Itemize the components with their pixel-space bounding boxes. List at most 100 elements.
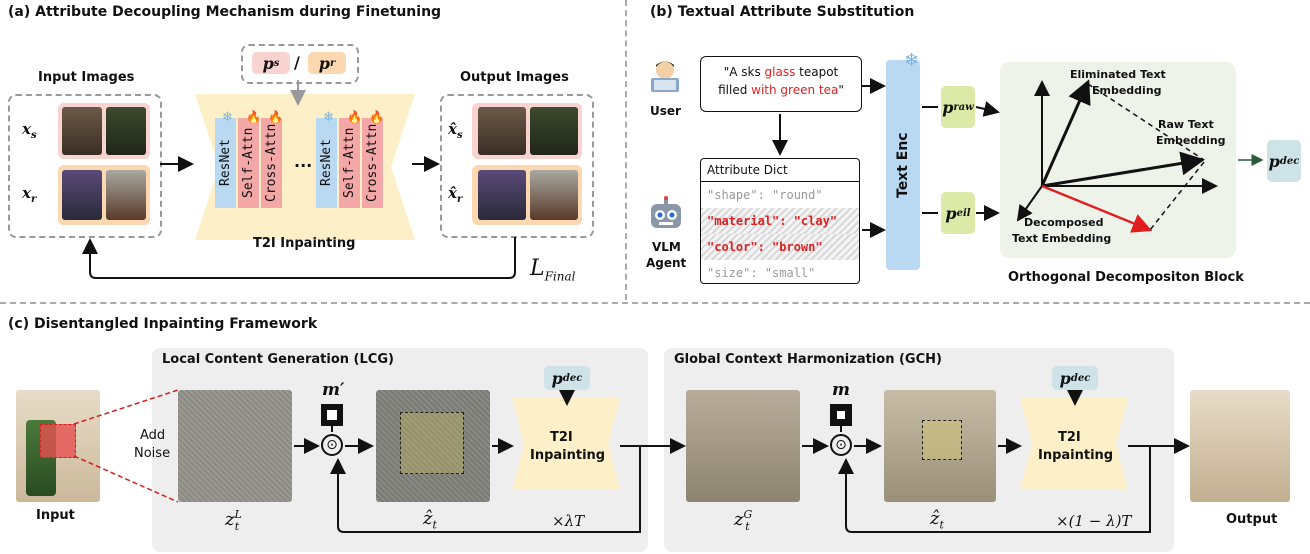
one-minus-lambda-t-label: ×(1 − λ)T (1056, 512, 1132, 530)
input-images-box (8, 94, 162, 238)
lcg-title: Local Content Generation (LCG) (162, 352, 394, 367)
pr-sub: r (329, 57, 336, 69)
panel-c-arrows (73, 389, 1190, 533)
orthogonal-block-label: Orthogonal Decompositon Block (1008, 270, 1244, 285)
prompt-box (241, 44, 359, 84)
output-reference-image-2 (530, 170, 578, 220)
panel-c-title: (c) Disentangled Inpainting Framework (8, 316, 318, 332)
t2i-label: T2I (1058, 430, 1081, 445)
flame-icon: 🔥 (347, 110, 362, 124)
xr-label: xr (22, 184, 37, 205)
t2i-block-lcg (512, 398, 620, 490)
dict-row-material: "material": "clay" (701, 208, 859, 234)
panel-a-arrows (82, 80, 516, 279)
noisy-latent-l (178, 390, 292, 502)
dict-row-shape: "shape": "round" (707, 188, 823, 202)
flame-icon: 🔥 (246, 110, 261, 124)
odot-operator: ⊙ (321, 434, 343, 456)
noisy-latent-g (686, 390, 800, 502)
snowflake-icon: ❄ (904, 50, 920, 71)
snowflake-icon: ❄ (323, 110, 334, 125)
output-source-image (478, 107, 526, 155)
raw-label: Embedding (1156, 134, 1226, 147)
xs-label: xs (22, 120, 37, 141)
decomposed-label: Decomposed (1024, 216, 1104, 229)
gch-local-region (922, 420, 962, 460)
reference-teapot-image-2 (106, 170, 146, 220)
panel-b-arrows (772, 78, 1264, 238)
lcg-local-region (400, 412, 464, 474)
odot-operator: ⊙ (830, 434, 852, 456)
quote-text: teapot (795, 65, 839, 79)
source-teapot-image (62, 107, 102, 155)
xs-hat-label: x̂s (448, 120, 463, 141)
final-loss: LFinal (530, 256, 576, 284)
t2i-label: T2I (550, 430, 573, 445)
lambda-t-label: ×λT (552, 512, 585, 530)
eliminated-label: Eliminated Text (1070, 68, 1166, 81)
output-source-image-2 (530, 107, 578, 155)
mask-m-icon (830, 404, 852, 426)
output-images-box (440, 94, 594, 238)
robot-icon (651, 196, 681, 228)
horizontal-divider (0, 302, 1310, 304)
panel-b-title: (b) Textual Attribute Substitution (650, 4, 915, 20)
mask-m-prime-label: m′ (322, 380, 345, 400)
vlm-label: VLM (652, 240, 681, 254)
dict-row-size: "size": "small" (707, 266, 816, 280)
attribute-dict: Attribute Dict "shape": "round" "materia… (700, 158, 860, 284)
user-prompt-box: "A sks glass teapot filled with green te… (700, 56, 862, 112)
snowflake-icon: ❄ (222, 110, 233, 125)
agent-label: Agent (646, 256, 687, 270)
add-noise-label: Add (140, 428, 166, 443)
quote-text: filled (718, 83, 752, 97)
zhat-label: ẑt (423, 508, 437, 532)
ps-sub: s (273, 57, 280, 69)
decomposed-label: Text Embedding (1012, 232, 1112, 245)
denoised-latent-l (376, 390, 490, 502)
gch-title: Global Context Harmonization (GCH) (674, 352, 942, 367)
t2i-block-gch (1020, 398, 1128, 490)
quote-highlight: with green tea (751, 83, 839, 97)
zG-label: zGt (734, 508, 753, 533)
quote-text: " (838, 83, 844, 97)
output-images-label: Output Images (460, 70, 569, 85)
mask-region (40, 424, 76, 458)
mask-m-prime-icon (321, 404, 343, 426)
prompt-slash: / (294, 53, 300, 72)
mask-m-label: m (832, 380, 850, 400)
input-label: Input (36, 508, 75, 523)
input-images-label: Input Images (38, 70, 135, 85)
zhat-label: ẑt (930, 508, 944, 532)
zL-label: zLt (225, 508, 242, 533)
dict-title: Attribute Dict (701, 159, 859, 182)
output-label: Output (1226, 512, 1278, 527)
quote-text: "A sks (723, 65, 765, 79)
ps-symbol: p (262, 53, 274, 73)
pr-symbol: p (318, 53, 330, 73)
user-label: User (650, 104, 681, 118)
user-laptop-icon (651, 61, 679, 92)
flame-icon: 🔥 (268, 110, 283, 124)
vertical-divider (625, 0, 627, 300)
output-image (1190, 390, 1290, 502)
source-teapot-image-2 (106, 107, 146, 155)
panel-a-title: (a) Attribute Decoupling Mechanism durin… (8, 4, 442, 20)
t2i-label: Inpainting (1038, 448, 1114, 463)
t2i-inpainting-label: T2I Inpainting (253, 236, 356, 251)
raw-label: Raw Text (1158, 118, 1214, 131)
eliminated-label: Embedding (1092, 84, 1162, 97)
t2i-label: Inpainting (530, 448, 606, 463)
reference-teapot-image (62, 170, 102, 220)
quote-highlight: glass (764, 65, 796, 79)
xr-hat-label: x̂r (448, 184, 463, 205)
output-reference-image (478, 170, 526, 220)
flame-icon: 🔥 (369, 110, 384, 124)
add-noise-label: Noise (134, 446, 171, 461)
